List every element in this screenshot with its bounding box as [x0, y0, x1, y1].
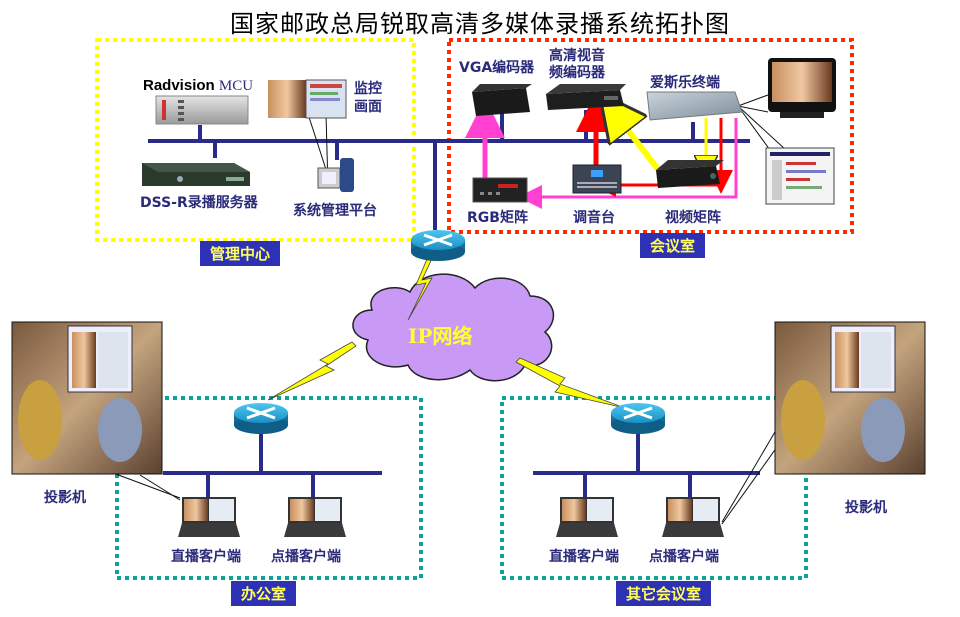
- projector-label-right: 投影机: [845, 500, 887, 516]
- audio-mixer-device[interactable]: [572, 164, 622, 194]
- other-vod-client-label: 点播客户端: [649, 549, 719, 565]
- mcu-label: Radvision MCU: [143, 77, 253, 95]
- rgb-matrix-device[interactable]: [472, 177, 528, 203]
- office-bus: [163, 432, 382, 497]
- av-receiver-device[interactable]: [656, 160, 724, 188]
- av-to-hd-encoder-line: [614, 112, 663, 174]
- management-center-badge: 管理中心: [200, 241, 281, 266]
- mcu-device[interactable]: [155, 95, 249, 125]
- vga-encoder-label: VGA编码器: [459, 60, 535, 76]
- mcu-model: MCU: [218, 78, 254, 94]
- polycom-terminal-device[interactable]: [646, 91, 743, 121]
- projector-room-photo-left: [11, 321, 163, 475]
- other-meeting-bus: [533, 432, 760, 497]
- office-zone-border: [115, 396, 423, 580]
- display-cables: [104, 94, 787, 525]
- rgb-matrix-label: RGB矩阵: [467, 210, 528, 226]
- software-screenshot: [765, 147, 835, 205]
- projector-label-left: 投影机: [44, 490, 86, 506]
- ip-network-cloud: [352, 273, 555, 382]
- laptop-icon[interactable]: [662, 497, 724, 537]
- polycom-label: 爱斯乐终端: [650, 75, 720, 91]
- office-live-client-label: 直播客户端: [171, 549, 241, 565]
- other-live-client-label: 直播客户端: [549, 549, 619, 565]
- management-pc-icon[interactable]: [317, 158, 354, 192]
- other-meeting-zone-border: [500, 396, 808, 580]
- ip-network-label: IP网络: [408, 324, 473, 348]
- lightning-icon: [515, 357, 626, 409]
- meeting-room-zone-border: [447, 38, 854, 234]
- meeting-room-badge: 会议室: [640, 233, 706, 258]
- router-icon: [611, 403, 665, 434]
- router-icon: [234, 403, 288, 434]
- laptop-icon[interactable]: [556, 497, 618, 537]
- laptop-icon[interactable]: [178, 497, 240, 537]
- diagram-title: 国家邮政总局锐取高清多媒体录播系统拓扑图: [230, 10, 730, 38]
- router-icon: [411, 230, 465, 261]
- office-vod-client-label: 点播客户端: [271, 549, 341, 565]
- hd-encoder-label: 高清视音 频编码器: [549, 48, 605, 81]
- video-matrix-label: 视频矩阵: [665, 210, 721, 226]
- hd-encoder-device[interactable]: [546, 84, 626, 110]
- monitor-screen-image: [268, 79, 347, 119]
- mcu-brand: Radvision: [143, 77, 215, 94]
- other-meeting-room-badge: 其它会议室: [616, 581, 712, 606]
- lightning-icon: [267, 341, 357, 401]
- vga-encoder-device[interactable]: [472, 84, 532, 116]
- audio-mixer-label: 调音台: [573, 210, 615, 226]
- signal-lines: [465, 112, 738, 209]
- dss-server-label: DSS-R录播服务器: [140, 195, 258, 211]
- server-icon[interactable]: [142, 163, 250, 186]
- laptop-icon[interactable]: [284, 497, 346, 537]
- monitor-label: 监控 画面: [354, 81, 382, 115]
- projector-room-photo-right: [774, 321, 926, 475]
- rgb-signal-line: [518, 118, 738, 209]
- mgmt-platform-label: 系统管理平台: [293, 203, 377, 219]
- office-badge: 办公室: [231, 581, 297, 606]
- tv-icon: [768, 58, 836, 118]
